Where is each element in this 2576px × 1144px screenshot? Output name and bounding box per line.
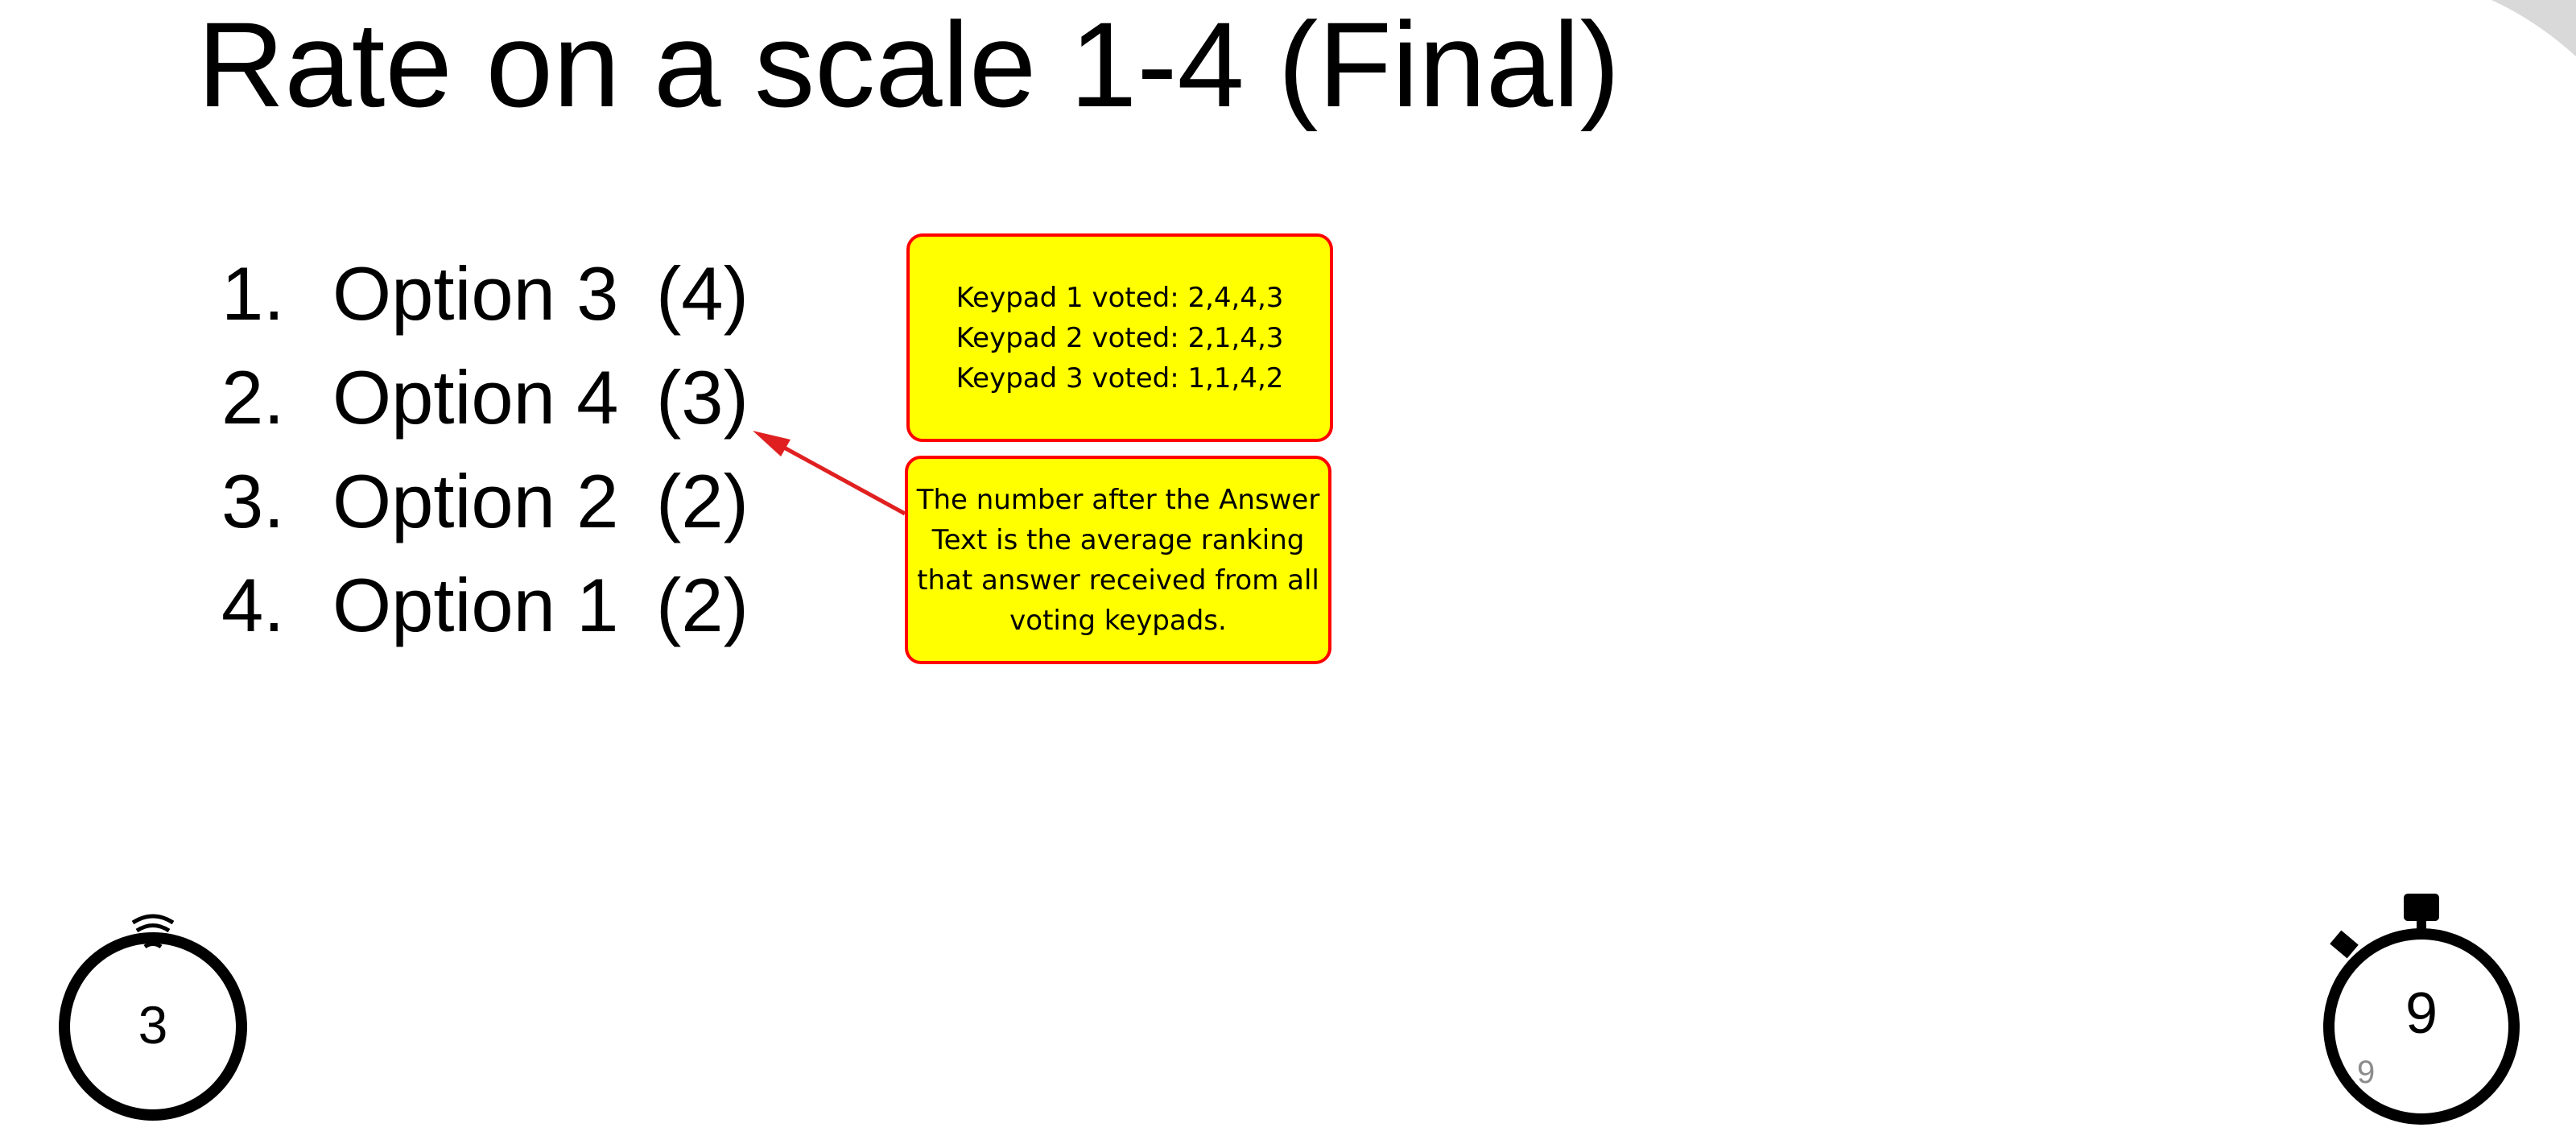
countdown-value: 9 xyxy=(2405,981,2438,1046)
option-average-score: (3) xyxy=(656,354,749,440)
callout-line: Keypad 1 voted: 2,4,4,3 xyxy=(956,281,1284,314)
average-ranking-note-callout: The number after the Answer Text is the … xyxy=(905,456,1331,664)
callout-line: Text is the average ranking xyxy=(931,523,1305,556)
list-item: 3. Option 2 (2) xyxy=(221,449,749,553)
option-average-score: (4) xyxy=(656,250,749,336)
option-label: Option 1 xyxy=(332,562,619,647)
option-rank: 2. xyxy=(221,354,285,440)
wireless-stopwatch-icon xyxy=(59,914,247,1121)
list-item: 1. Option 3 (4) xyxy=(221,242,749,345)
option-average-score: (2) xyxy=(656,458,749,543)
option-label: Option 3 xyxy=(332,250,619,336)
option-label: Option 4 xyxy=(332,354,619,440)
callout-line: Keypad 3 voted: 1,1,4,2 xyxy=(956,361,1284,394)
list-item: 2. Option 4 (3) xyxy=(221,345,749,449)
option-rank: 1. xyxy=(221,250,285,336)
response-counter: 3 xyxy=(56,894,250,1135)
stopwatch-icon xyxy=(2323,894,2520,1125)
keypad-votes-callout: Keypad 1 voted: 2,4,4,3 Keypad 2 voted: … xyxy=(906,233,1333,442)
option-average-score: (2) xyxy=(656,562,749,647)
option-label: Option 2 xyxy=(332,458,619,543)
callout-line: voting keypads. xyxy=(1009,604,1227,637)
callout-line: that answer received from all xyxy=(917,564,1319,597)
list-item: 4. Option 1 (2) xyxy=(221,553,749,657)
callout-line: Keypad 2 voted: 2,1,4,3 xyxy=(956,321,1284,354)
countdown-timer: 9 xyxy=(2317,886,2526,1143)
slide-title: Rate on a scale 1-4 (Final) xyxy=(197,0,1620,132)
ranked-options-list: 1. Option 3 (4) 2. Option 4 (3) 3. Optio… xyxy=(221,242,749,657)
response-count: 3 xyxy=(138,995,168,1055)
option-rank: 3. xyxy=(221,458,285,543)
page-number: 9 xyxy=(2357,1055,2376,1090)
option-rank: 4. xyxy=(221,562,285,647)
callout-line: The number after the Answer xyxy=(916,483,1320,516)
